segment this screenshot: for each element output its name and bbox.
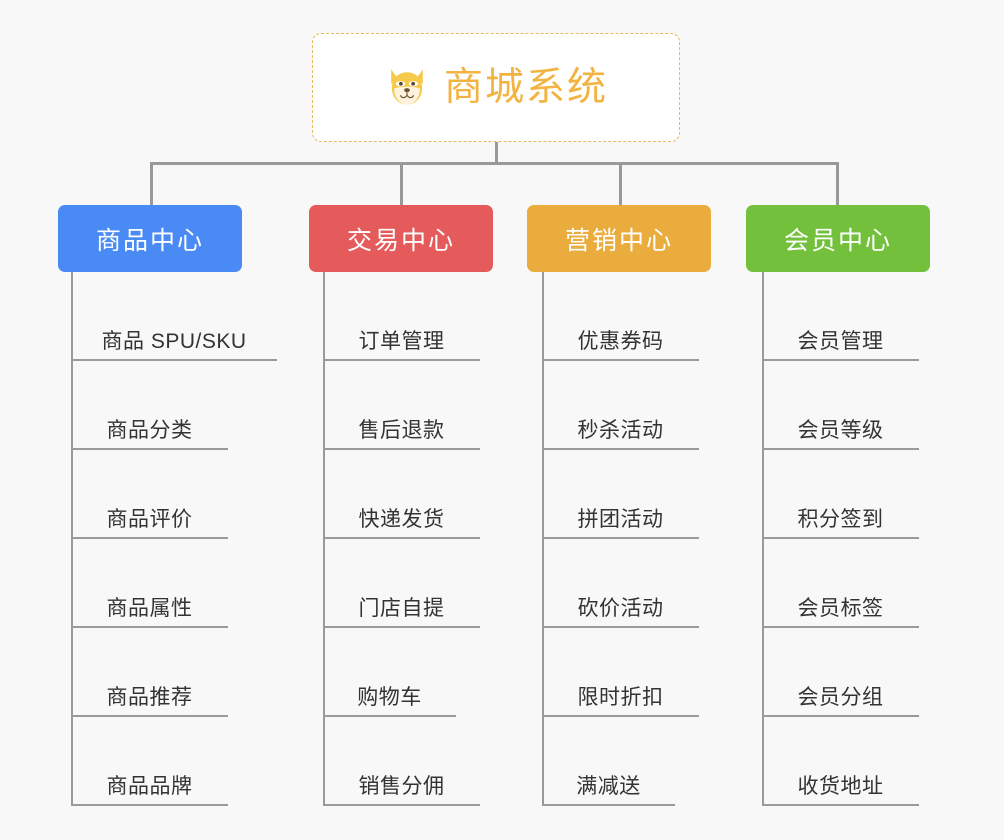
branch-drop-connector-4 (836, 162, 839, 206)
horizontal-bus-connector (150, 162, 839, 165)
leaf-item[interactable]: 砍价活动 (542, 539, 699, 628)
leaf-label: 优惠券码 (577, 329, 664, 353)
leaf-label: 商品 SPU/SKU (101, 329, 247, 353)
branch-box-label: 营销中心 (564, 226, 673, 255)
leaf-trunk-connector (762, 272, 764, 806)
leaf-item[interactable]: 商品 SPU/SKU (71, 272, 277, 361)
leaf-label: 秒杀活动 (577, 418, 664, 442)
leaf-label: 销售分佣 (358, 774, 445, 798)
leaf-label: 积分签到 (797, 507, 884, 531)
leaf-item[interactable]: 收货地址 (762, 717, 919, 806)
leaf-item[interactable]: 满减送 (542, 717, 675, 806)
leaf-label: 商品品牌 (106, 774, 193, 798)
leaf-label: 会员管理 (797, 329, 884, 353)
leaf-item[interactable]: 秒杀活动 (542, 361, 699, 450)
leaf-item[interactable]: 商品推荐 (71, 628, 228, 717)
leaf-trunk-connector (71, 272, 73, 806)
leaf-item[interactable]: 销售分佣 (323, 717, 480, 806)
leaf-label: 拼团活动 (577, 507, 664, 531)
branch-drop-connector-2 (400, 162, 403, 206)
branch-drop-connector-3 (619, 162, 622, 206)
branch-box-marketing-center[interactable]: 营销中心 (527, 205, 711, 272)
leaf-item[interactable]: 拼团活动 (542, 450, 699, 539)
leaf-label: 商品属性 (106, 596, 193, 620)
leaf-label: 商品分类 (106, 418, 193, 442)
leaf-label: 会员标签 (797, 596, 884, 620)
shiba-inu-dog-face-icon (391, 68, 423, 105)
leaf-item[interactable]: 优惠券码 (542, 272, 699, 361)
branch-box-product-center[interactable]: 商品中心 (58, 205, 242, 272)
leaf-label: 限时折扣 (577, 685, 664, 709)
leaf-item[interactable]: 商品品牌 (71, 717, 228, 806)
branch-box-label: 交易中心 (346, 226, 455, 255)
leaf-trunk-connector (542, 272, 544, 806)
root-node[interactable]: 商城系统 (312, 33, 680, 142)
leaf-label: 商品评价 (106, 507, 193, 531)
leaf-label: 会员等级 (797, 418, 884, 442)
leaf-label: 订单管理 (358, 329, 445, 353)
leaf-item[interactable]: 会员标签 (762, 539, 919, 628)
leaf-item[interactable]: 会员等级 (762, 361, 919, 450)
root-title: 商城系统 (443, 66, 608, 109)
branch-box-label: 会员中心 (783, 226, 892, 255)
branch-box-label: 商品中心 (95, 226, 204, 255)
leaf-item[interactable]: 限时折扣 (542, 628, 699, 717)
leaf-item[interactable]: 积分签到 (762, 450, 919, 539)
leaf-item[interactable]: 售后退款 (323, 361, 480, 450)
root-stem-connector (495, 142, 498, 165)
leaf-item[interactable]: 会员分组 (762, 628, 919, 717)
leaf-label: 收货地址 (797, 774, 884, 798)
leaf-item[interactable]: 商品分类 (71, 361, 228, 450)
leaf-item[interactable]: 商品评价 (71, 450, 228, 539)
leaf-label: 商品推荐 (106, 685, 193, 709)
leaf-label: 砍价活动 (577, 596, 664, 620)
leaf-label: 快递发货 (358, 507, 445, 531)
leaf-item[interactable]: 快递发货 (323, 450, 480, 539)
leaf-label: 满减送 (576, 774, 641, 798)
branch-box-member-center[interactable]: 会员中心 (746, 205, 930, 272)
leaf-item[interactable]: 会员管理 (762, 272, 919, 361)
branch-drop-connector-1 (150, 162, 153, 206)
leaf-trunk-connector (323, 272, 325, 806)
leaf-label: 会员分组 (797, 685, 884, 709)
leaf-item[interactable]: 订单管理 (323, 272, 480, 361)
leaf-item[interactable]: 门店自提 (323, 539, 480, 628)
leaf-item[interactable]: 商品属性 (71, 539, 228, 628)
branch-box-trade-center[interactable]: 交易中心 (309, 205, 493, 272)
leaf-label: 门店自提 (358, 596, 445, 620)
leaf-label: 售后退款 (358, 418, 445, 442)
leaf-label: 购物车 (357, 685, 422, 709)
leaf-item[interactable]: 购物车 (323, 628, 456, 717)
